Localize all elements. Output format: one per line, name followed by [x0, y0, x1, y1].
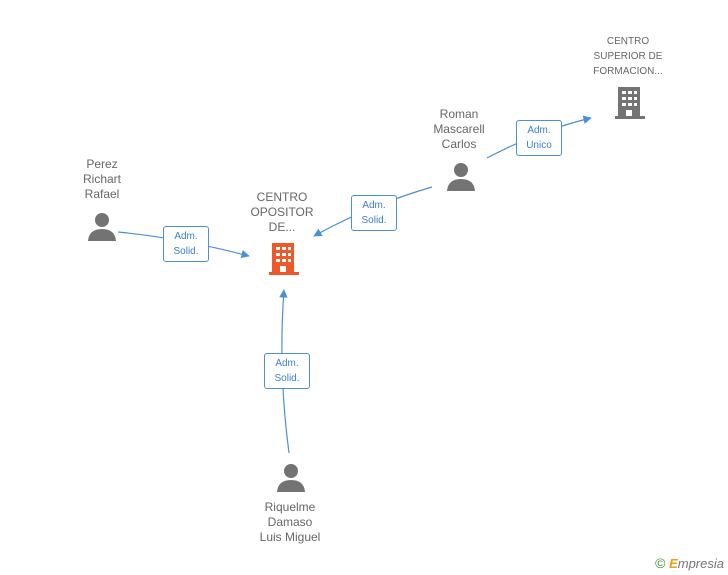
- person-roman-label[interactable]: Roman Mascarell Carlos: [433, 107, 485, 151]
- person-icon[interactable]: [446, 162, 476, 192]
- building-icon[interactable]: [267, 240, 301, 276]
- role-badge-roman-centro[interactable]: Adm. Solid.: [351, 195, 397, 231]
- building-icon[interactable]: [613, 84, 647, 120]
- person-perez-label[interactable]: Perez Richart Rafael: [82, 157, 121, 201]
- company-centro-opositor-label[interactable]: CENTRO OPOSITOR DE...: [250, 190, 314, 234]
- role-badge-riquelme[interactable]: Adm. Solid.: [264, 353, 310, 389]
- empresia-logo[interactable]: © Empresia: [655, 555, 724, 571]
- person-riquelme-label[interactable]: Riquelme Damaso Luis Miguel: [259, 500, 321, 544]
- role-badge-perez[interactable]: Adm. Solid.: [163, 226, 209, 262]
- copyright-icon: ©: [655, 555, 666, 571]
- role-badge-roman-superior[interactable]: Adm. Unico: [516, 120, 562, 156]
- brand-name: mpresia: [677, 556, 724, 571]
- company-centro-superior-label[interactable]: CENTRO SUPERIOR DE FORMACION...: [593, 36, 663, 77]
- person-icon[interactable]: [87, 212, 117, 242]
- brand-initial: E: [669, 556, 678, 571]
- person-icon[interactable]: [276, 463, 306, 493]
